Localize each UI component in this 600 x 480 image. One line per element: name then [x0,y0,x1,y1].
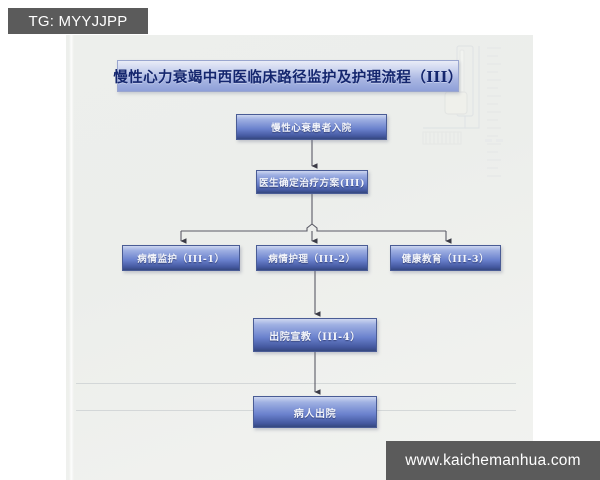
flow-node-discharge-education[interactable]: 出院宣教（III-4） [253,318,377,352]
flow-node-admission[interactable]: 慢性心衰患者入院 [236,114,387,140]
flow-node-label: 病人出院 [293,408,337,420]
flow-node-condition-nursing[interactable]: 病情护理（III-2） [256,245,368,271]
flow-node-label: 出院宣教（III-4） [269,331,361,343]
watermark-bottom-right: www.kaichemanhua.com [386,441,600,480]
watermark-top-left: TG: MYYJJPP [8,8,148,34]
flowchart-title-banner: 慢性心力衰竭中西医临床路径监护及护理流程（III） [113,60,462,92]
flow-node-label: 医生确定治疗方案(III) [258,178,366,189]
flow-node-patient-discharge[interactable]: 病人出院 [253,396,377,428]
flow-node-treatment-plan[interactable]: 医生确定治疗方案(III) [256,170,368,194]
flow-node-label: 慢性心衰患者入院 [271,123,352,134]
page-title: 慢性心力衰竭中西医临床路径监护及护理流程（III） [113,68,463,86]
canvas-light-streak [69,35,74,480]
flow-node-label: 健康教育（III-3） [401,254,490,265]
background-rule-line [76,383,516,384]
flow-node-label: 病情护理（III-2） [268,254,356,265]
flow-node-health-education[interactable]: 健康教育（III-3） [390,245,501,271]
flow-node-label: 病情监护（III-1） [137,254,225,265]
flow-node-condition-monitoring[interactable]: 病情监护（III-1） [122,245,240,271]
